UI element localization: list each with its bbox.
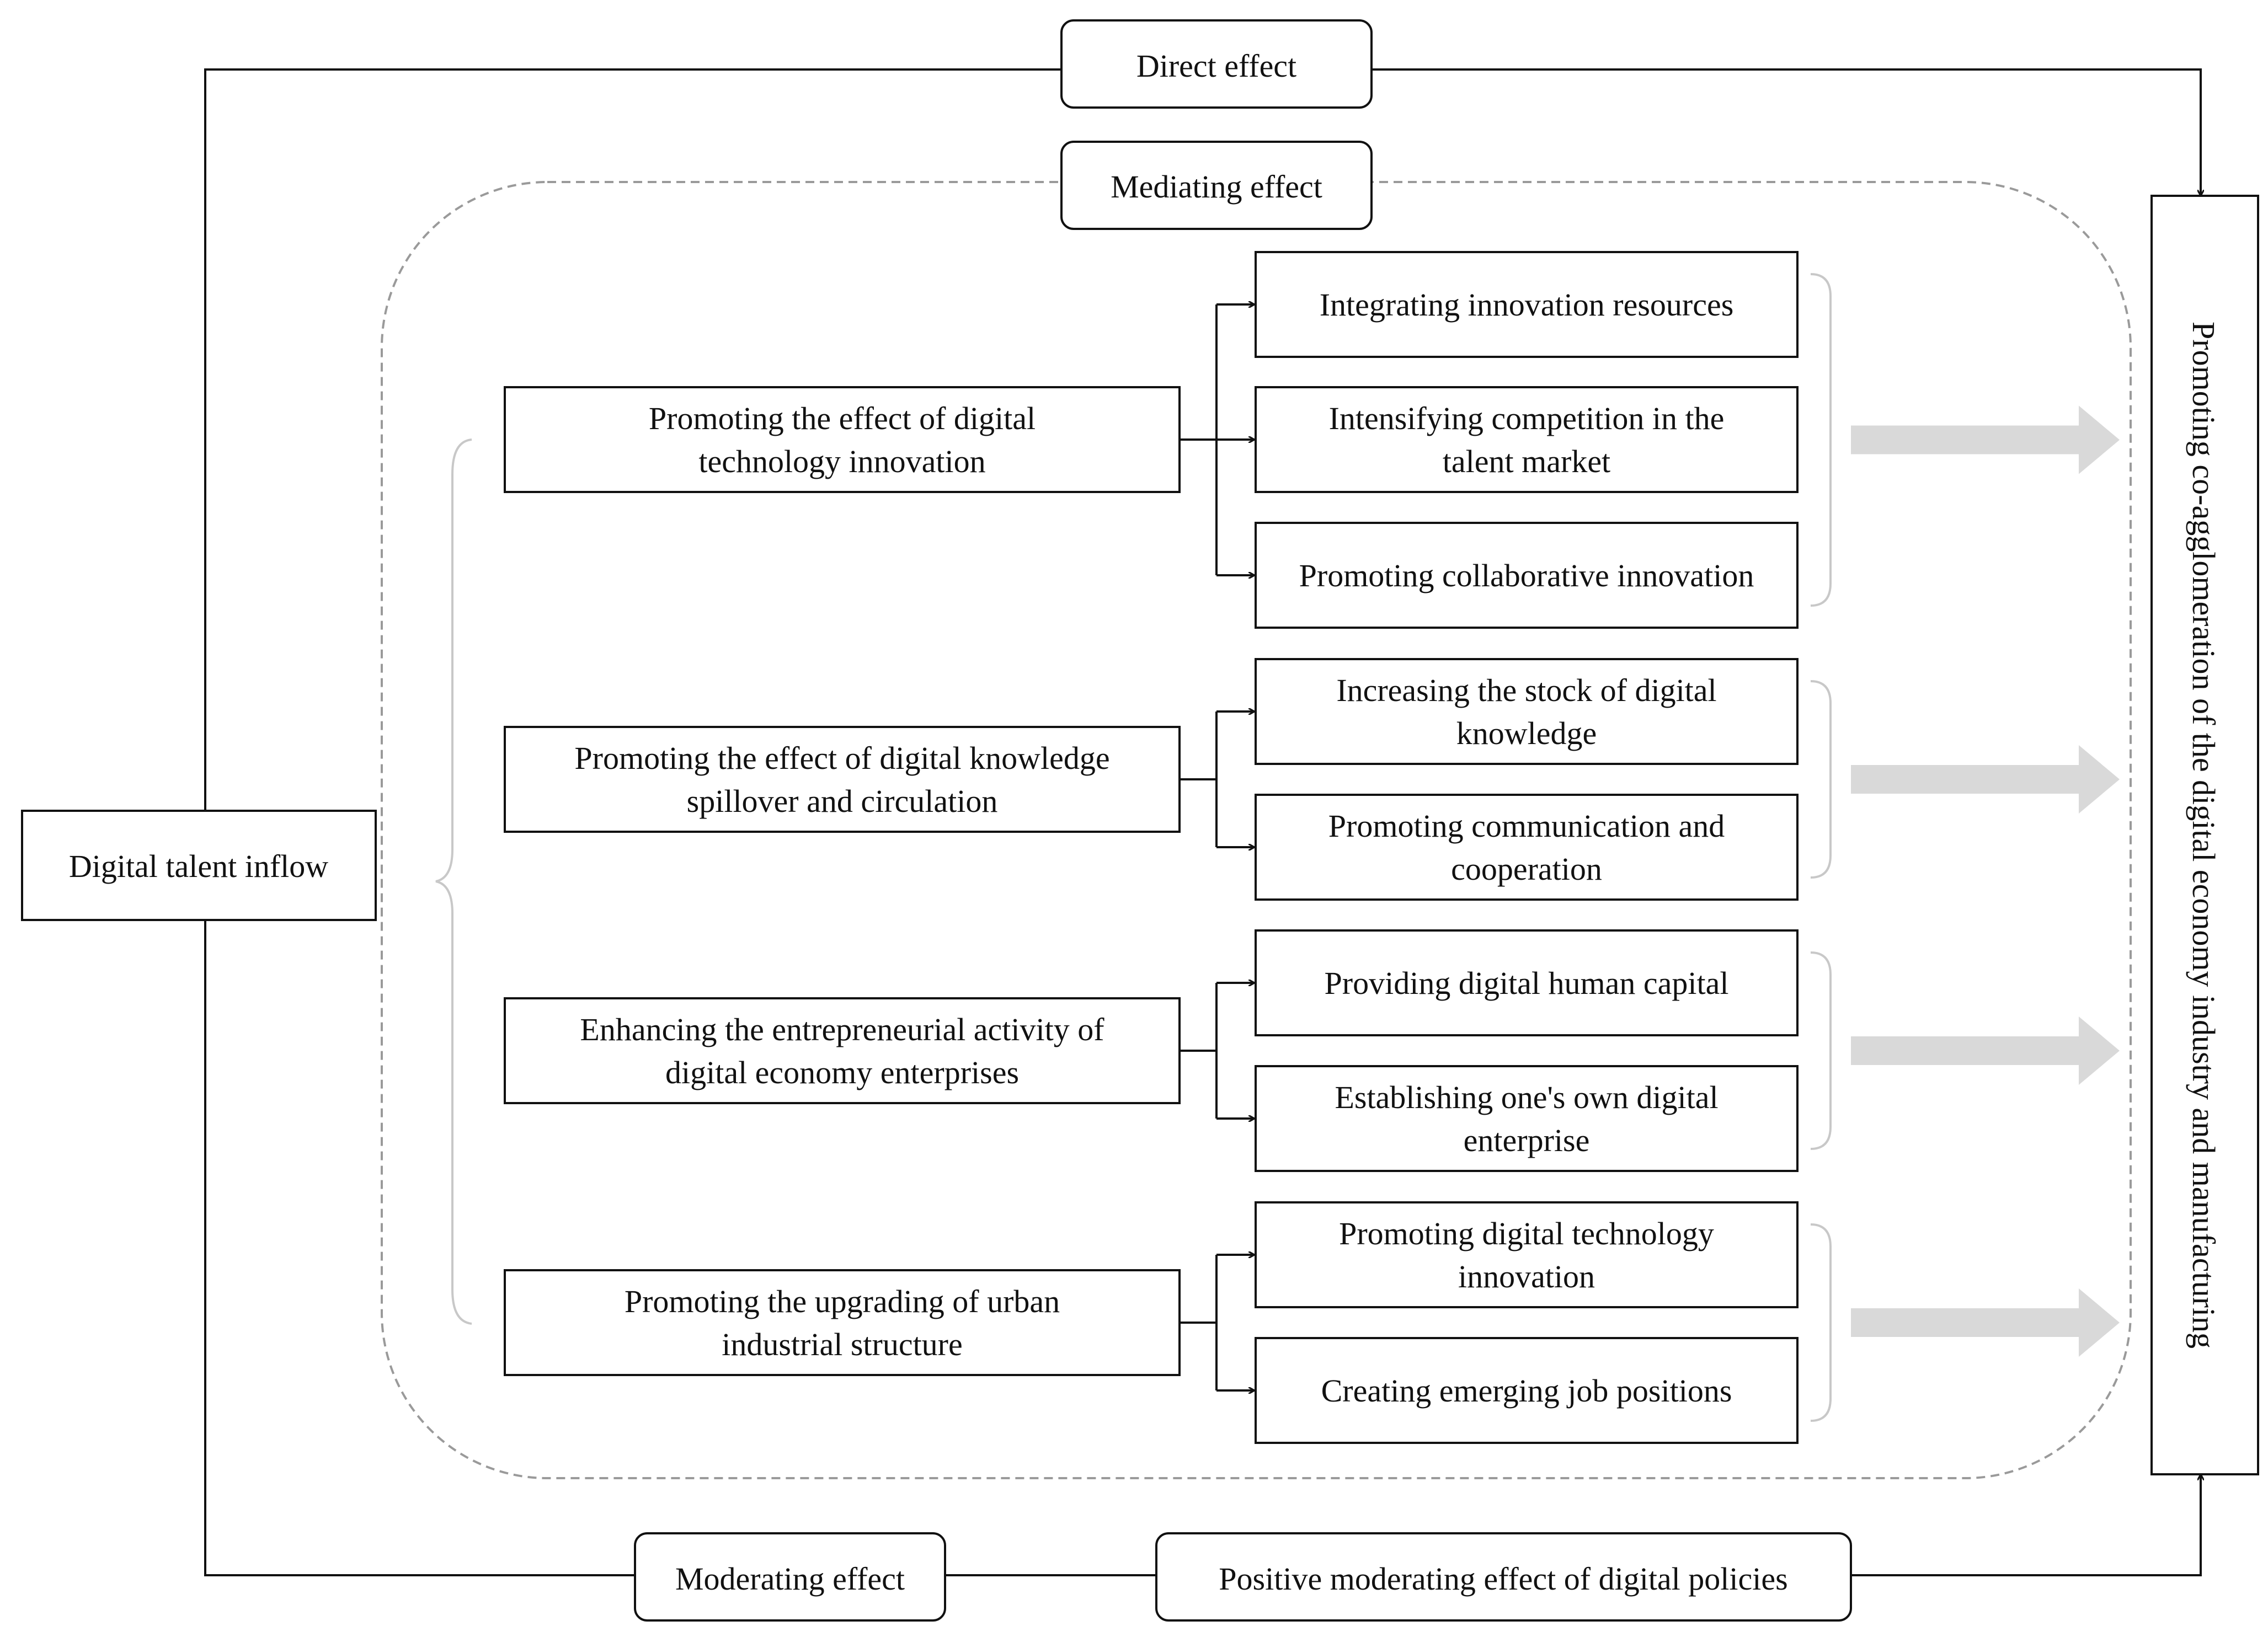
connector-layer <box>1180 304 1255 1390</box>
effect-fat-arrow <box>1851 745 2120 814</box>
effect-fat-arrow <box>1851 1017 2120 1085</box>
mechanism-label-line: digital economy enterprises <box>665 1055 1019 1090</box>
channel-box <box>1255 1201 1799 1308</box>
channel-label-line: innovation <box>1458 1259 1595 1294</box>
mechanism-label-line: Promoting the upgrading of urban <box>625 1283 1060 1319</box>
channel-box <box>1255 1337 1799 1444</box>
direct-effect-label: Direct effect <box>1136 48 1296 84</box>
channel-label-line: cooperation <box>1451 851 1602 887</box>
fat-arrow-layer <box>1851 405 2120 1357</box>
channel-label-line: talent market <box>1443 443 1610 479</box>
channel-box <box>1255 386 1799 493</box>
mechanism-label-line: Enhancing the entrepreneurial activity o… <box>580 1012 1104 1047</box>
channel-label-line: Establishing one's own digital <box>1335 1079 1718 1115</box>
source-box <box>21 810 377 921</box>
effect-fat-arrow <box>1851 405 2120 474</box>
channel-box <box>1255 522 1799 629</box>
channel-label-line: Increasing the stock of digital <box>1336 672 1716 708</box>
target-label: Promoting co-agglomeration of the digita… <box>2186 322 2222 1349</box>
group-bracket <box>1810 273 1832 607</box>
mechanism-box <box>504 726 1181 833</box>
channel-layer: Integrating innovation resourcesIntensif… <box>1255 251 1799 1444</box>
channel-label-line: Promoting collaborative innovation <box>1299 558 1754 593</box>
channel-box <box>1255 658 1799 765</box>
mechanism-label-line: Promoting the effect of digital <box>649 400 1036 436</box>
channel-box <box>1255 929 1799 1036</box>
moderating-effect-box <box>634 1532 946 1622</box>
mediating-effect-label: Mediating effect <box>1111 169 1322 205</box>
mechanism-label-line: technology innovation <box>698 443 985 479</box>
mechanism-box <box>504 386 1181 493</box>
mechanism-box <box>504 1269 1181 1376</box>
channel-box <box>1255 1065 1799 1172</box>
mechanism-box <box>504 997 1181 1104</box>
channel-label-line: Creating emerging job positions <box>1321 1373 1732 1409</box>
bracket-layer <box>1810 273 1832 1422</box>
channel-label-line: Promoting communication and <box>1328 808 1725 844</box>
target-box <box>2150 195 2259 1475</box>
mechanism-label-line: Promoting the effect of digital knowledg… <box>574 740 1109 776</box>
group-bracket <box>1810 680 1832 879</box>
moderating-effect-label: Moderating effect <box>675 1561 905 1597</box>
digital-policies-box <box>1155 1532 1852 1622</box>
channel-label-line: Intensifying competition in the <box>1329 400 1725 436</box>
channel-label-line: Integrating innovation resources <box>1320 287 1734 323</box>
digital-policies-label: Positive moderating effect of digital po… <box>1219 1561 1787 1597</box>
mechanism-label-line: spillover and circulation <box>687 783 998 819</box>
mechanism-label-line: industrial structure <box>722 1326 963 1362</box>
mediating-effect-box <box>1060 141 1373 230</box>
mechanism-layer: Promoting the effect of digital technolog… <box>504 386 1181 1376</box>
source-label: Digital talent inflow <box>69 848 328 884</box>
group-bracket <box>1810 951 1832 1150</box>
channel-label-line: Providing digital human capital <box>1325 965 1729 1001</box>
channel-box <box>1255 251 1799 358</box>
channel-box <box>1255 794 1799 901</box>
channel-label-line: knowledge <box>1456 715 1597 751</box>
mechanisms-brace <box>435 438 472 1325</box>
channel-label-line: enterprise <box>1464 1122 1590 1158</box>
effect-fat-arrow <box>1851 1288 2120 1357</box>
channel-label-line: Promoting digital technology <box>1339 1216 1714 1251</box>
direct-effect-box <box>1060 19 1373 109</box>
group-bracket <box>1810 1223 1832 1422</box>
